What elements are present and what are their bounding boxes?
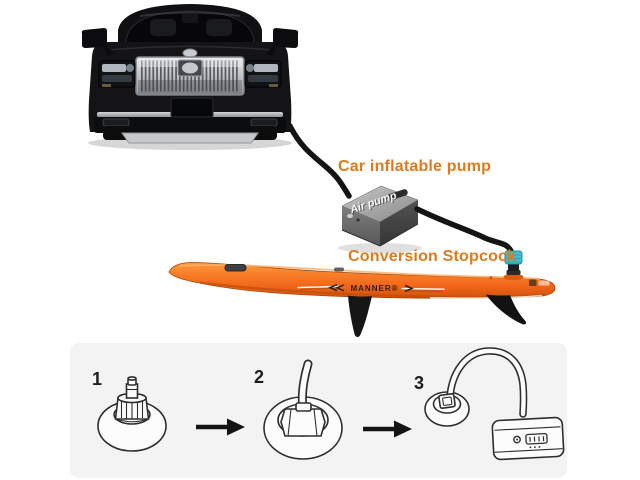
board-brand-text: MANNER® (350, 284, 398, 293)
fog-lamp-left (102, 118, 130, 127)
hood-emblem (182, 48, 198, 58)
step-1-valve-icon (97, 376, 167, 452)
step-3-pump-icon (424, 347, 565, 461)
rear-fin (486, 294, 527, 325)
pump-nozzle-dot (347, 214, 353, 218)
pump-vent-slot (387, 189, 408, 201)
instruction-panel (70, 343, 567, 478)
step-2-valve-hose-icon (263, 359, 343, 460)
chevron-right-icon (404, 284, 415, 293)
stopcock-callout-label: Conversion Stopcock (348, 248, 517, 265)
carry-handle (224, 264, 247, 272)
car-illustration (81, 4, 299, 150)
side-mirror-right (266, 28, 299, 56)
deck-dot (489, 276, 493, 280)
windshield-glare (139, 11, 241, 17)
rearview-mirror (182, 14, 198, 23)
pump-hose-to-stopcock (414, 206, 514, 254)
mini-pump-box (491, 416, 565, 461)
step-1-number: 1 (92, 369, 103, 389)
step-3-number: 3 (414, 373, 425, 393)
hood-line (106, 45, 274, 51)
car-grille (135, 56, 245, 96)
stopcock-base-bump (503, 273, 524, 281)
pump-bottom-edge (341, 223, 419, 247)
conversion-stopcock (503, 250, 524, 281)
headlight-right (244, 60, 282, 88)
stopcock-base-nut (506, 270, 521, 275)
paddle-board: MANNER® (168, 262, 556, 338)
chevron-left-icon (334, 284, 345, 292)
license-plate (170, 97, 214, 118)
seat-headrest-left (150, 19, 176, 36)
skid-plate (121, 132, 259, 144)
stopcock-neck (508, 263, 519, 271)
seat-headrest-right (206, 19, 232, 36)
pump-side-face (380, 200, 418, 246)
chevron-left-icon (327, 283, 338, 292)
headlight-left (98, 60, 136, 88)
bumper (94, 117, 286, 133)
fog-lamp-right (250, 118, 278, 127)
pump-shadow (338, 243, 422, 253)
board-brand-logo: MANNER® (297, 283, 445, 293)
air-pump-device: Air pump Air pump (338, 185, 422, 253)
center-fin (348, 295, 372, 338)
power-cable-car-to-pump (287, 123, 352, 199)
side-mirror-left (81, 28, 114, 56)
deck-mount (334, 267, 344, 272)
arrow-right-icon (196, 418, 245, 436)
arrow-right-icon (363, 420, 412, 438)
pump-callout-label: Car inflatable pump (338, 158, 492, 175)
tail-print-light (538, 280, 550, 286)
stopcock-cap (504, 250, 523, 265)
pump-button-dot (356, 218, 360, 222)
tail-print-dark (529, 279, 537, 286)
stopcock-cap-ridges (506, 254, 521, 263)
step-2-number: 2 (254, 367, 265, 387)
